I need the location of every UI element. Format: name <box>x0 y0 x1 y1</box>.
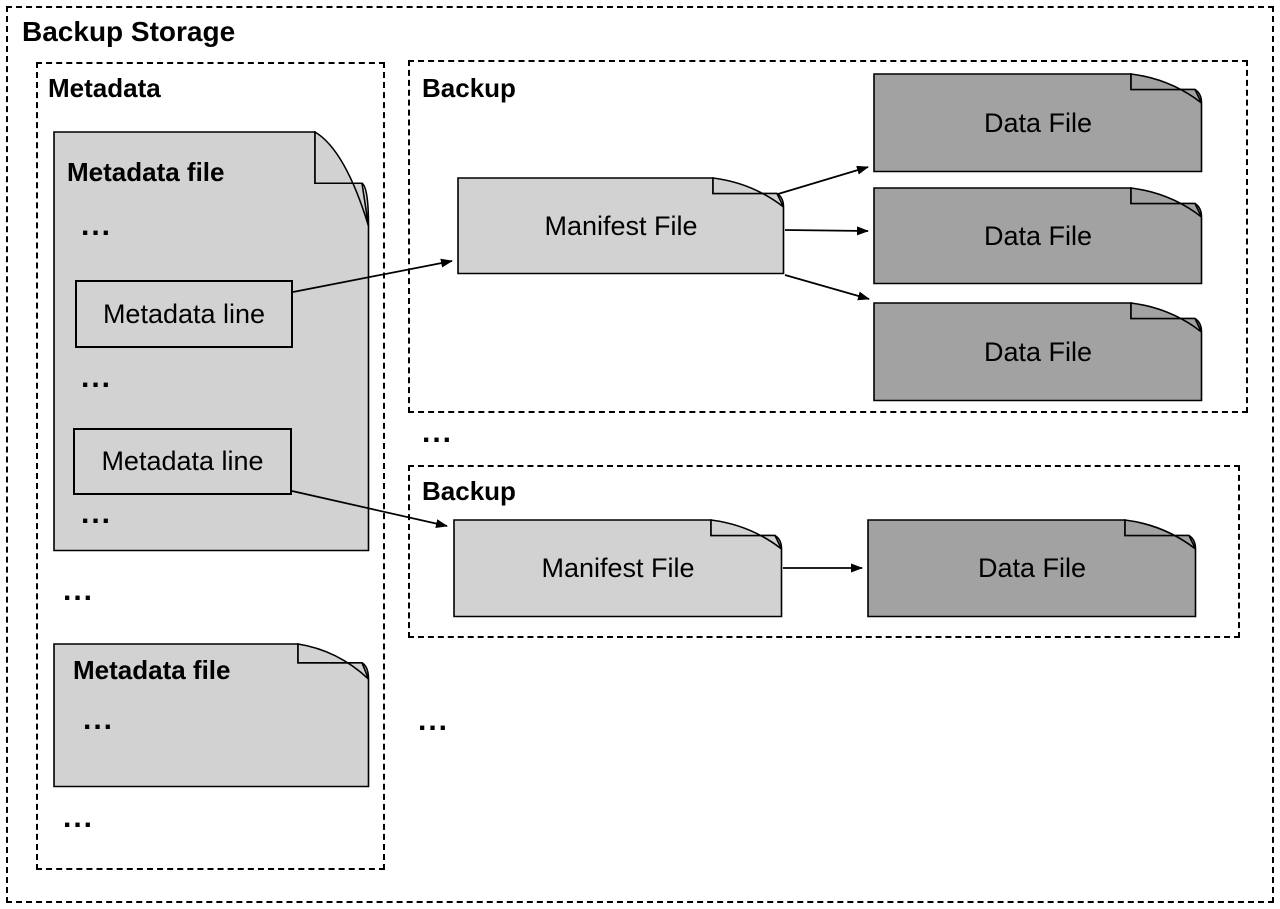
document-shape <box>53 643 370 788</box>
data-file-2-label: Data File <box>983 220 1093 251</box>
document-shape <box>453 519 783 618</box>
bottom-ellipsis: ... <box>418 704 450 737</box>
metadata-file-bottom-ellipsis: ... <box>83 703 115 736</box>
metadata-line-entry-2: Metadata line <box>73 428 292 495</box>
metadata-files-ellipsis: ... <box>63 574 95 607</box>
data-file-1-document: Data File <box>873 73 1203 173</box>
metadata-file-top-ellipsis-1: ... <box>81 209 113 242</box>
metadata-line-entry-1: Metadata line <box>75 280 293 348</box>
manifest-file-1-label: Manifest File <box>544 210 698 241</box>
manifest-file-1-document: Manifest File <box>457 177 785 275</box>
backup-group-1: Backup <box>408 60 1248 413</box>
data-file-4-label: Data File <box>977 553 1087 583</box>
document-shape <box>873 187 1203 285</box>
metadata-group-label: Metadata <box>48 73 161 103</box>
manifest-file-2-label: Manifest File <box>541 553 695 583</box>
metadata-group-bottom-ellipsis: ... <box>63 801 95 834</box>
metadata-file-bottom-document: Metadata file ... <box>53 643 370 788</box>
data-file-4-document: Data File <box>867 519 1197 618</box>
metadata-file-bottom-title: Metadata file <box>73 655 231 685</box>
document-shape <box>457 177 785 275</box>
metadata-file-top-title: Metadata file <box>67 157 225 187</box>
document-shape <box>873 73 1203 173</box>
backup-groups-ellipsis: ... <box>422 416 454 449</box>
metadata-group: Metadata <box>36 62 385 870</box>
document-shape <box>867 519 1197 618</box>
metadata-file-top-ellipsis-3: ... <box>81 497 113 530</box>
metadata-file-top-ellipsis-2: ... <box>81 361 113 394</box>
backup-storage-container: Backup Storage <box>6 6 1274 903</box>
data-file-1-label: Data File <box>983 107 1093 138</box>
data-file-2-document: Data File <box>873 187 1203 285</box>
manifest-file-2-document: Manifest File <box>453 519 783 618</box>
document-shape <box>873 302 1203 402</box>
backup-storage-title: Backup Storage <box>22 16 236 47</box>
data-file-3-document: Data File <box>873 302 1203 402</box>
backup-group-1-label: Backup <box>422 73 516 103</box>
data-file-3-label: Data File <box>983 336 1093 367</box>
metadata-file-top-document: Metadata file ... Metadata line ... Meta… <box>53 131 370 552</box>
document-shape <box>53 131 370 552</box>
backup-group-2-label: Backup <box>422 476 516 506</box>
